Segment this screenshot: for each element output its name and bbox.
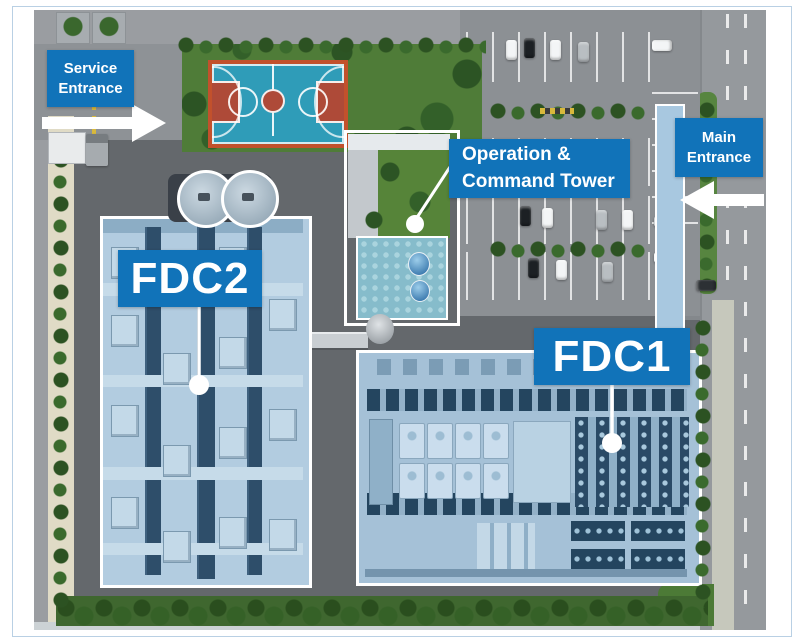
- ahu-unit: [483, 423, 509, 459]
- roof-unit: [163, 531, 191, 563]
- ahu-unit: [399, 423, 425, 459]
- right-perimeter-trees: [694, 316, 712, 608]
- fdc2-duct-run: [247, 227, 262, 575]
- fan-unit-row: [631, 549, 685, 569]
- court-center-circle: [261, 89, 285, 113]
- command-tower-roof-garden: [348, 150, 450, 238]
- car: [622, 210, 633, 230]
- operation-command-tower-text: Operation & Command Tower: [462, 143, 615, 192]
- court-threepoint-arc-right: [314, 66, 344, 138]
- fdc1-roof-band: [365, 569, 687, 577]
- pool-dome-structure: [410, 280, 430, 302]
- walkway-bridge: [304, 332, 368, 350]
- parking-stall-row: [466, 252, 670, 300]
- command-tower-roof-band: [348, 134, 450, 150]
- fdc2-walkway: [103, 543, 303, 555]
- tank-hatch: [242, 193, 254, 201]
- roof-unit: [269, 299, 297, 331]
- roof-unit: [219, 337, 247, 369]
- operation-command-tower-label: Operation & Command Tower: [449, 139, 630, 198]
- service-truck: [86, 134, 108, 166]
- chiller-array: [575, 417, 689, 507]
- roof-unit: [163, 445, 191, 477]
- roof-unit: [163, 353, 191, 385]
- roof-unit: [269, 409, 297, 441]
- water-tank: [221, 170, 279, 228]
- top-tree-row: [174, 36, 486, 60]
- basketball-court: [208, 60, 348, 148]
- car: [556, 260, 567, 280]
- page-margin-right: [766, 0, 800, 642]
- ahu-unit: [399, 463, 425, 499]
- fdc1-side-unit: [369, 419, 393, 505]
- service-entrance-label: Service Entrance: [47, 50, 134, 107]
- fdc2-walkway: [103, 467, 303, 480]
- car: [602, 262, 613, 282]
- car: [652, 40, 672, 51]
- fdc2-duct-run: [145, 227, 161, 575]
- parking-stall-row: [466, 32, 658, 82]
- court-threepoint-arc-left: [212, 66, 242, 138]
- fdc1-text: FDC1: [552, 331, 672, 381]
- ahu-unit: [483, 463, 509, 499]
- rooftop-pool: [356, 236, 448, 320]
- left-path-trees: [52, 148, 70, 612]
- left-road: [34, 10, 50, 630]
- roof-unit: [269, 519, 297, 551]
- main-entrance-text: Main Entrance: [686, 129, 752, 166]
- page-margin-bottom: [0, 630, 800, 642]
- roof-unit: [219, 427, 247, 459]
- page-margin-top: [0, 0, 800, 10]
- roof-unit: [111, 405, 139, 437]
- fdc1-mid-units: [477, 523, 535, 569]
- car: [696, 280, 716, 291]
- bottom-sidewalk: [34, 622, 766, 630]
- right-road-lane-line-outer: [744, 14, 747, 622]
- fan-unit-row: [571, 549, 625, 569]
- ahu-unit: [455, 423, 481, 459]
- entrance-planter: [92, 12, 126, 44]
- car: [520, 206, 531, 226]
- right-lower-sidewalk: [712, 300, 734, 630]
- car: [542, 208, 553, 228]
- roof-unit: [111, 497, 139, 529]
- pool-dome-structure: [408, 252, 430, 276]
- tank-hatch: [198, 193, 210, 201]
- fan-unit-row: [631, 521, 685, 541]
- fdc2-label: FDC2: [118, 250, 262, 307]
- page-margin-left: [0, 0, 34, 642]
- car: [550, 40, 561, 60]
- car: [528, 258, 539, 278]
- ahu-unit: [455, 463, 481, 499]
- ahu-unit: [427, 423, 453, 459]
- car: [578, 42, 589, 62]
- parking-gate-barrier: [540, 108, 574, 114]
- parking-stall-row: [466, 196, 670, 244]
- car: [596, 210, 607, 230]
- main-entrance-label: Main Entrance: [675, 118, 763, 177]
- car: [506, 40, 517, 60]
- roof-unit: [111, 315, 139, 347]
- car: [524, 38, 535, 58]
- fan-unit-row: [571, 521, 625, 541]
- entrance-planter: [56, 12, 90, 44]
- perimeter-hedge: [56, 596, 708, 626]
- parking-tree-row: [486, 240, 646, 260]
- fdc2-duct-run: [197, 219, 215, 579]
- entry-yellow-marking: [92, 104, 96, 136]
- ahu-unit: [427, 463, 453, 499]
- service-entrance-text: Service Entrance: [58, 60, 123, 97]
- command-tower-outline: [344, 130, 460, 326]
- fdc1-vent-band: [367, 389, 687, 411]
- fdc1-roof-plain-section: [513, 421, 571, 503]
- fdc1-building: [356, 350, 702, 586]
- roof-unit: [219, 517, 247, 549]
- guard-booth: [48, 132, 86, 164]
- fdc1-label: FDC1: [534, 328, 690, 385]
- fdc2-walkway: [103, 375, 303, 387]
- fdc2-text: FDC2: [130, 253, 250, 303]
- round-storage-tank: [366, 314, 394, 344]
